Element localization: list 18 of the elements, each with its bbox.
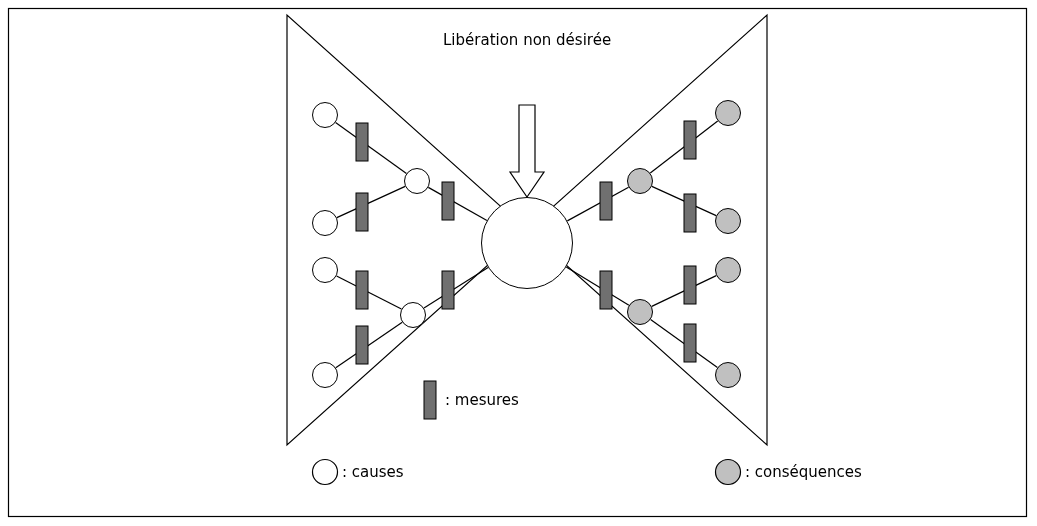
- event-label: Libération non désirée: [443, 30, 612, 50]
- cause-circle: [312, 102, 338, 128]
- consequence-circle: [715, 100, 741, 126]
- cause-circle: [312, 362, 338, 388]
- cause-circle: [312, 257, 338, 283]
- event-circle: [481, 197, 573, 289]
- consequence-circle: [715, 362, 741, 388]
- consequence-circle: [715, 208, 741, 234]
- legend-label: : mesures: [445, 390, 519, 410]
- cause-circle: [404, 168, 430, 194]
- hollow-arrow: [508, 104, 546, 199]
- consequence-circle: [627, 299, 653, 325]
- legend-label: : causes: [342, 462, 404, 482]
- cause-circle: [312, 210, 338, 236]
- consequence-circle: [715, 257, 741, 283]
- consequence-circle: [627, 168, 653, 194]
- legend-label: : conséquences: [745, 462, 862, 482]
- cause-circle: [400, 302, 426, 328]
